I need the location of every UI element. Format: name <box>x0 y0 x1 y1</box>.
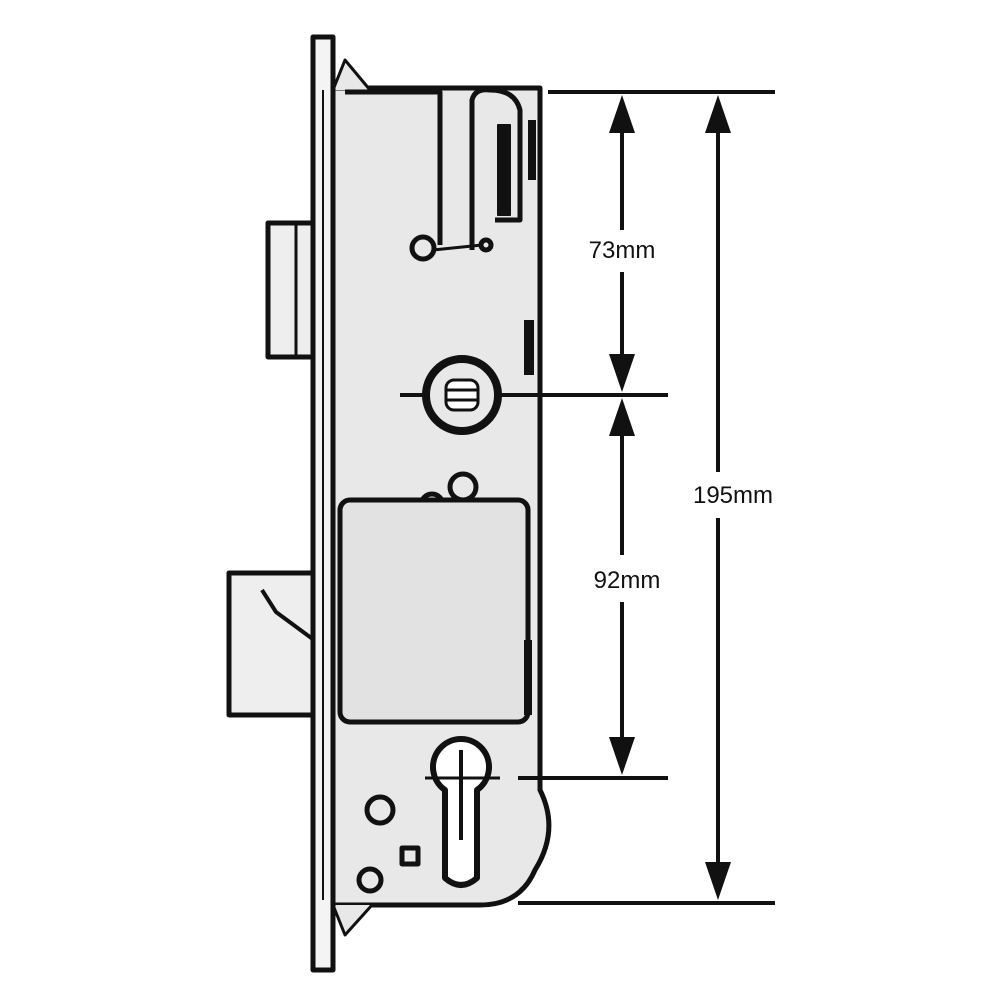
dimension-label-73: 73mm <box>589 237 656 264</box>
gearbox-cover <box>337 497 531 725</box>
dimension-label-195: 195mm <box>693 482 773 509</box>
screw-icon <box>409 234 437 262</box>
top-slot <box>345 89 443 245</box>
bottom-tab <box>331 903 374 937</box>
top-tab <box>331 58 372 91</box>
dimension-lines <box>518 90 775 905</box>
screw-icon <box>356 866 384 894</box>
latch-bolt <box>265 220 317 360</box>
deadbolt <box>226 570 317 718</box>
dimension-label-92: 92mm <box>594 567 661 594</box>
screw-icon <box>364 794 396 826</box>
